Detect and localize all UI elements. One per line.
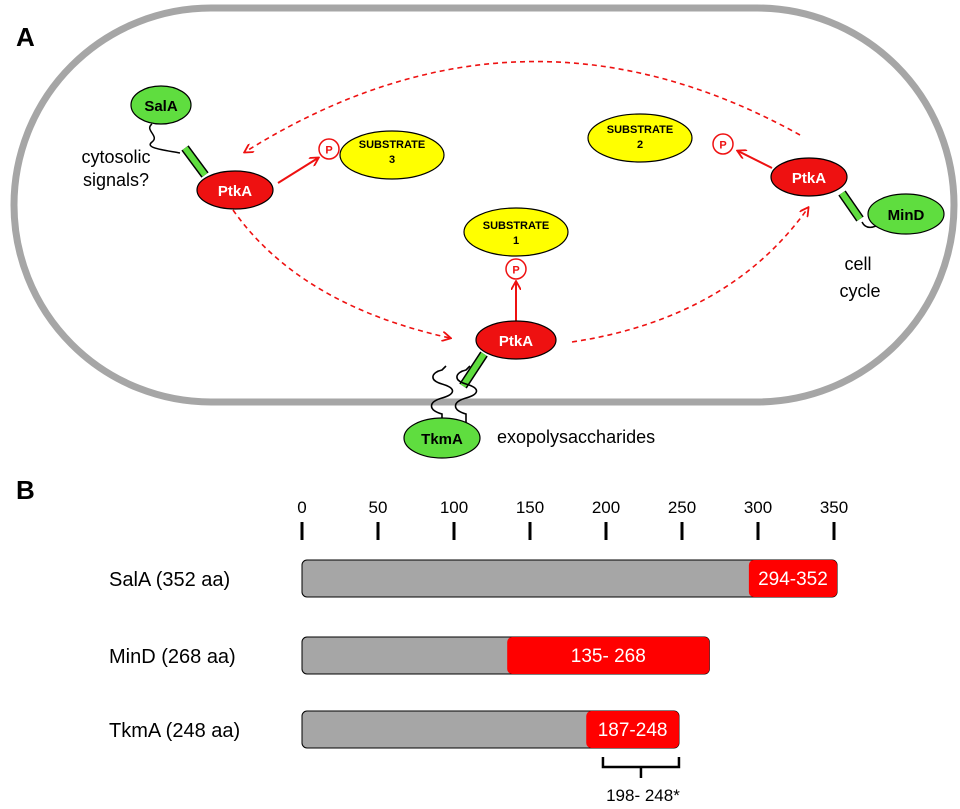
tkma-domain-label: 187-248 (598, 720, 668, 741)
ptka-ellipse-right (770, 157, 848, 197)
dashed-arrow-right-to-left (245, 60, 801, 152)
phospho-label-3: P (325, 145, 332, 157)
tkma-ellipse (403, 417, 481, 459)
cell-cycle-note-line1: cell (844, 254, 871, 274)
substrate-1-line2: 1 (513, 235, 519, 247)
sala-label: SalA (144, 98, 178, 115)
sala-tm-segment (182, 146, 208, 177)
ptka-ellipse-left (196, 170, 274, 210)
phospho-arrow-substrate-2 (738, 151, 773, 169)
mind-ellipse (867, 193, 945, 235)
minimal-region-label: 198- 248* (606, 786, 680, 805)
phospho-circle-1 (505, 258, 527, 280)
substrate-3-line1: SUBSTRATE (359, 139, 425, 151)
substrate-2-line1: SUBSTRATE (607, 124, 673, 136)
axis-tick-label-150: 150 (516, 498, 544, 517)
axis-tick-label-0: 0 (297, 498, 306, 517)
tkma-interaction-domain (586, 711, 679, 748)
mind-interaction-domain (507, 637, 710, 674)
substrate-1-line1: SUBSTRATE (483, 220, 549, 232)
tkma-helix-1 (430, 365, 454, 428)
substrate-3-ellipse (339, 130, 445, 180)
ptka-label-membrane: PtkA (499, 333, 533, 350)
ptka-label-right: PtkA (792, 170, 826, 187)
phospho-arrow-substrate-3 (277, 158, 318, 184)
axis-tick-label-200: 200 (592, 498, 620, 517)
sala-domain-label: 294-352 (758, 569, 828, 590)
phospho-label-1: P (512, 265, 519, 277)
mind-protein-label: MinD (268 aa) (109, 646, 236, 668)
mind-domain-label: 135- 268 (571, 646, 646, 667)
mind-label: MinD (888, 207, 925, 224)
panel-a-label: A (16, 22, 35, 52)
substrate-1-ellipse (463, 207, 569, 257)
ptka-ellipse-membrane (475, 320, 557, 360)
axis-tick-label-350: 350 (820, 498, 848, 517)
phospho-circle-3 (318, 138, 340, 160)
dashed-arrow-membrane-to-right (571, 208, 808, 343)
axis-tick-label-100: 100 (440, 498, 468, 517)
axis-tick-label-250: 250 (668, 498, 696, 517)
panel-b-label: B (16, 475, 35, 505)
cytosolic-note-line2: signals? (83, 170, 149, 190)
axis-tick-label-300: 300 (744, 498, 772, 517)
mind-tm-segment (839, 191, 863, 221)
tkma-label: TkmA (421, 431, 463, 448)
sala-protein-label: SalA (352 aa) (109, 569, 230, 591)
cell-membrane (10, 4, 958, 406)
mind-linker (861, 221, 877, 229)
sala-linker (149, 123, 181, 154)
axis-tick-label-50: 50 (369, 498, 388, 517)
sala-ellipse (130, 85, 192, 125)
phospho-label-2: P (719, 140, 726, 152)
tkma-protein-label: TkmA (248 aa) (109, 720, 240, 742)
substrate-2-line2: 2 (637, 139, 643, 151)
dashed-arrow-left-to-membrane (232, 209, 450, 338)
phospho-circle-2 (712, 133, 734, 155)
substrate-2-ellipse (587, 113, 693, 163)
tkma-tm-segment (460, 352, 487, 388)
ptka-label-left: PtkA (218, 183, 252, 200)
tkma-helix-2 (454, 365, 478, 428)
sala-interaction-domain (748, 560, 838, 597)
substrate-3-line2: 3 (389, 154, 395, 166)
minimal-region-bracket (601, 757, 681, 778)
cytosolic-note-line1: cytosolic (81, 147, 150, 167)
cell-cycle-note-line2: cycle (839, 281, 880, 301)
tkma-transmembrane-helices (430, 365, 478, 428)
exopolysaccharides-note: exopolysaccharides (497, 427, 655, 447)
